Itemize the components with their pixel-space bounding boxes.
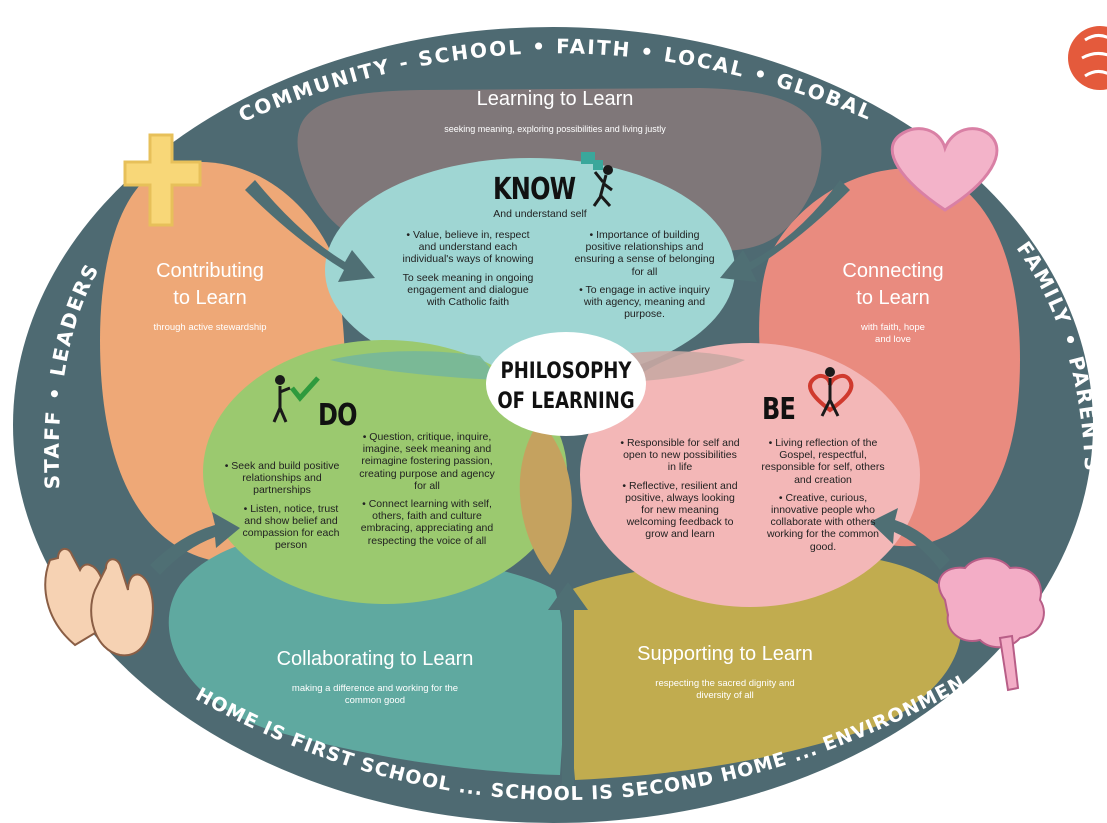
do-item: Question, critique, inquire, imagine, se… [357, 431, 497, 492]
petal-bottom-left-title: Collaborating to Learn [276, 648, 474, 670]
petal-right-subtitle-1: with faith, hope [861, 322, 925, 333]
arrow-bottom-center [548, 582, 588, 790]
do-item: Listen, notice, trust and show belief an… [240, 503, 342, 552]
arrow-bottom-right [870, 508, 950, 570]
checkmark-figure-icon [272, 375, 320, 423]
petal-bottom-right [567, 554, 962, 780]
center-line-1: PHILOSOPHY [501, 357, 632, 383]
arrow-right [720, 180, 850, 282]
be-item: Responsible for self and open to new pos… [620, 437, 740, 474]
cross-icon [123, 133, 202, 227]
center-line-2: OF LEARNING [497, 387, 634, 413]
petal-top-subtitle: seeking meaning, exploring possibilities… [444, 124, 666, 134]
overlap-do-be [519, 420, 572, 575]
petal-top-title: Learning to Learn [476, 88, 634, 110]
do-col1: Seek and build positive relationships an… [222, 460, 342, 557]
petal-right-text: Connecting to Learn with faith, hope and… [808, 258, 978, 346]
be-heading: BE [762, 392, 796, 427]
petal-bottom-right-subtitle-1: respecting the sacred dignity and [655, 678, 795, 689]
petal-bottom-right-text: Supporting to Learn respecting the sacre… [605, 641, 845, 702]
know-item: To seek meaning in ongoing engagement an… [402, 271, 534, 309]
petal-bottom-left-text: Collaborating to Learn making a differen… [240, 646, 510, 707]
be-item: Living reflection of the Gospel, respect… [758, 437, 888, 486]
puzzle-figure-icon [581, 152, 613, 208]
petal-bottom-left-subtitle-2: common good [344, 695, 406, 706]
do-item: Seek and build positive relationships an… [222, 460, 342, 497]
know-heading: KNOW [493, 172, 576, 207]
know-circle [325, 158, 735, 382]
know-item: Value, believe in, respect and understan… [398, 229, 538, 266]
hands-icon [44, 547, 154, 657]
petal-bottom-left-subtitle-1: making a difference and working for the [291, 683, 459, 694]
do-item: Connect learning with self, others, fait… [357, 498, 497, 547]
center-oval [486, 332, 646, 436]
petal-right-title-1: Connecting [842, 260, 944, 282]
petal-bottom-left [168, 532, 565, 775]
know-col1: Value, believe in, respect and understan… [398, 229, 538, 314]
arrow-bottom-left [150, 512, 240, 575]
do-heading: DO [318, 398, 358, 433]
be-col1: Responsible for self and open to new pos… [620, 437, 740, 547]
do-col2: Question, critique, inquire, imagine, se… [357, 431, 497, 553]
arrow-left [245, 180, 375, 282]
know-item: To engage in active inquiry with agency,… [572, 284, 717, 321]
overlap-know-be [615, 351, 745, 382]
petal-bottom-right-title: Supporting to Learn [637, 643, 813, 665]
petal-left-subtitle: through active stewardship [153, 322, 267, 333]
petal-right-title-2: to Learn [856, 287, 930, 309]
know-subheading: And understand self [493, 208, 587, 220]
logo-icon [1068, 26, 1107, 90]
petal-left-title-1: Contributing [156, 260, 264, 282]
petal-right-subtitle-2: and love [875, 334, 911, 345]
know-col2: Importance of building positive relation… [572, 229, 717, 326]
heart-icon [890, 127, 999, 212]
be-item: Reflective, resilient and positive, alwa… [620, 480, 740, 541]
overlap-know-do [330, 351, 500, 380]
petal-top-text: Learning to Learn seeking meaning, explo… [390, 86, 720, 135]
petal-bottom-right-subtitle-2: diversity of all [696, 690, 754, 701]
be-col2: Living reflection of the Gospel, respect… [758, 437, 888, 559]
know-item: Importance of building positive relation… [572, 229, 717, 278]
brain-icon [938, 557, 1045, 692]
petal-left-title-2: to Learn [173, 287, 247, 309]
be-item: Creative, curious, innovative people who… [758, 492, 888, 553]
heart-figure-icon [808, 367, 854, 417]
petal-left-text: Contributing to Learn through active ste… [125, 258, 295, 334]
